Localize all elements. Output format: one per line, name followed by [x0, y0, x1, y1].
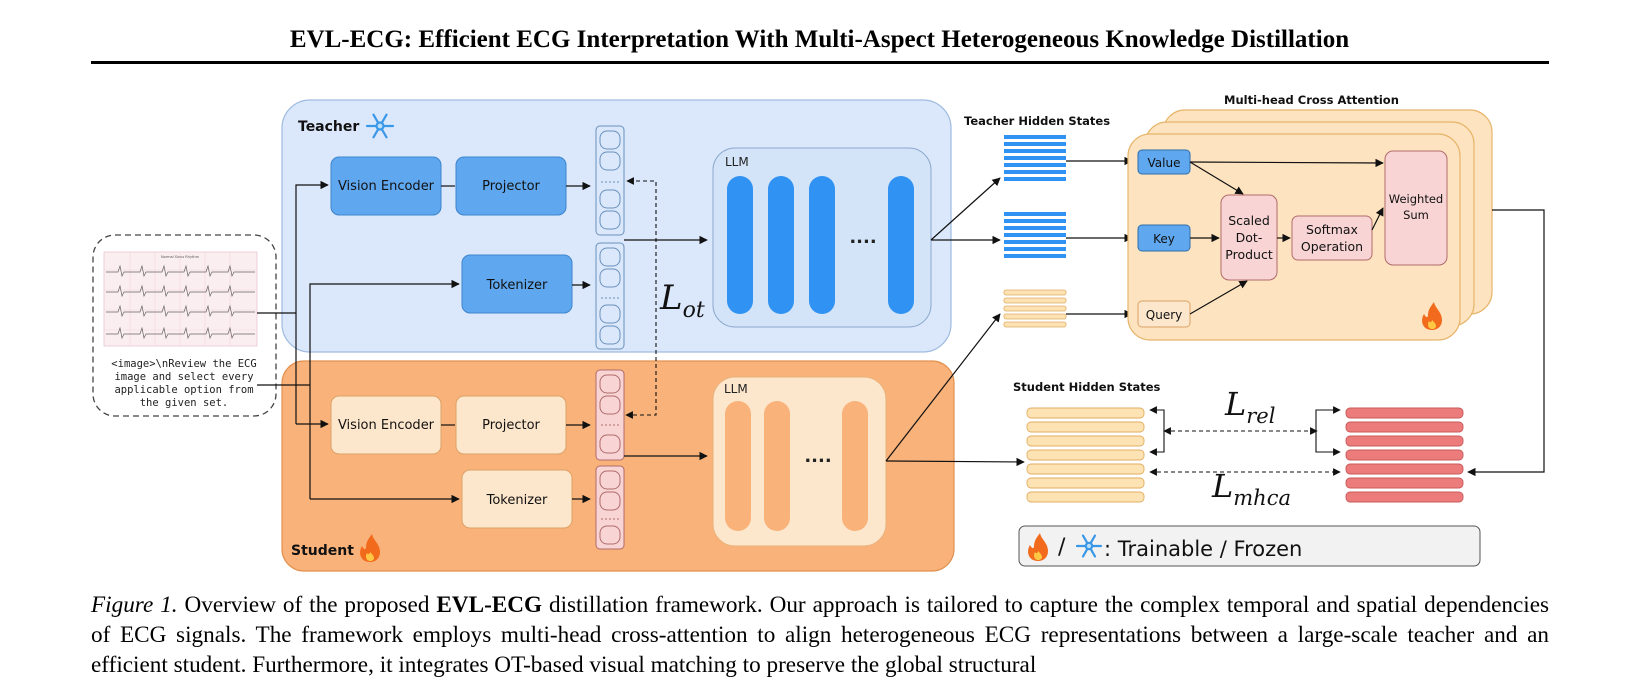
teacher-text-tokens [595, 242, 625, 350]
value-label: Value [1148, 156, 1181, 170]
scaled-dot-line-2: Dot- [1236, 230, 1263, 245]
caption-label: Figure 1. [91, 592, 178, 618]
teacher-hidden-state-stack-2 [1004, 212, 1066, 258]
title-rule [91, 61, 1549, 64]
caption-text-before: Overview of the proposed [177, 592, 437, 618]
weighted-sum-line-1: Weighted [1389, 192, 1443, 206]
teacher-label: Teacher [298, 119, 359, 135]
student-label: Student [291, 543, 354, 559]
loss-rel-label: Lrel [1224, 385, 1275, 428]
teacher-projected-state-stack [1345, 407, 1464, 503]
prompt-line-3: applicable option from [114, 384, 253, 396]
student-hidden-state-stack [1026, 407, 1145, 503]
key-label: Key [1153, 232, 1175, 246]
weighted-sum-box [1384, 150, 1448, 266]
ot-loss-arrow [625, 177, 657, 419]
student-text-tokens [595, 465, 625, 550]
loss-ot-label: Lot [659, 278, 705, 323]
query-label: Query [1146, 308, 1182, 322]
mhca-title: Multi-head Cross Attention [1224, 93, 1399, 107]
prompt-line-1: <image>\nReview the ECG [111, 358, 256, 370]
softmax-line-2: Operation [1301, 239, 1363, 254]
scaled-dot-line-1: Scaled [1228, 213, 1270, 228]
student-tokenizer-label: Tokenizer [486, 493, 548, 508]
ecg-thumbnail: Normal Sinus Rhythm [103, 251, 258, 347]
framework-diagram: Teacher Student Normal Sinus Rhythm <ima… [92, 93, 1545, 572]
student-llm-label: LLM [724, 382, 748, 396]
fire-icon [360, 534, 380, 562]
paper-title: EVL-ECG: Efficient ECG Interpretation Wi… [289, 26, 1350, 53]
student-visual-tokens [595, 369, 625, 461]
ecg-title: Normal Sinus Rhythm [161, 255, 200, 259]
teacher-llm-label: LLM [725, 155, 749, 169]
student-hidden-state-stack-small [1003, 289, 1067, 328]
snowflake-icon [365, 113, 395, 139]
scaled-dot-line-3: Product [1225, 247, 1273, 262]
legend-slash: / [1058, 535, 1066, 560]
teacher-tokenizer [461, 254, 573, 314]
teacher-vision-encoder-label: Vision Encoder [338, 179, 435, 194]
student-llm-dots: .... [804, 446, 831, 467]
prompt-line-4: the given set. [140, 397, 229, 409]
teacher-tokenizer-label: Tokenizer [486, 278, 548, 293]
teacher-projector-label: Projector [482, 179, 540, 194]
weighted-sum-line-2: Sum [1403, 208, 1429, 222]
teacher-llm-dots: .... [849, 227, 876, 248]
mhca-fire-icon [1422, 302, 1442, 330]
softmax-line-1: Softmax [1306, 222, 1358, 237]
figure-caption: Figure 1. Overview of the proposed EVL-E… [91, 590, 1549, 680]
teacher-visual-tokens [595, 125, 625, 236]
caption-bold: EVL-ECG [436, 592, 543, 618]
student-hidden-states-label: Student Hidden States [1013, 380, 1161, 394]
teacher-hidden-states-label: Teacher Hidden States [964, 114, 1110, 128]
legend-fire-icon [1028, 533, 1048, 561]
softmax-box [1291, 215, 1373, 261]
prompt-line-2: image and select every [114, 371, 253, 383]
legend-box [1018, 525, 1481, 567]
legend-snowflake-icon [1075, 534, 1103, 558]
loss-mhca-label: Lmhca [1211, 467, 1291, 510]
student-projector-label: Projector [482, 418, 540, 433]
legend-text: : Trainable / Frozen [1104, 537, 1302, 561]
student-vision-encoder-label: Vision Encoder [338, 418, 435, 433]
teacher-hidden-state-stack-1 [1004, 135, 1066, 181]
